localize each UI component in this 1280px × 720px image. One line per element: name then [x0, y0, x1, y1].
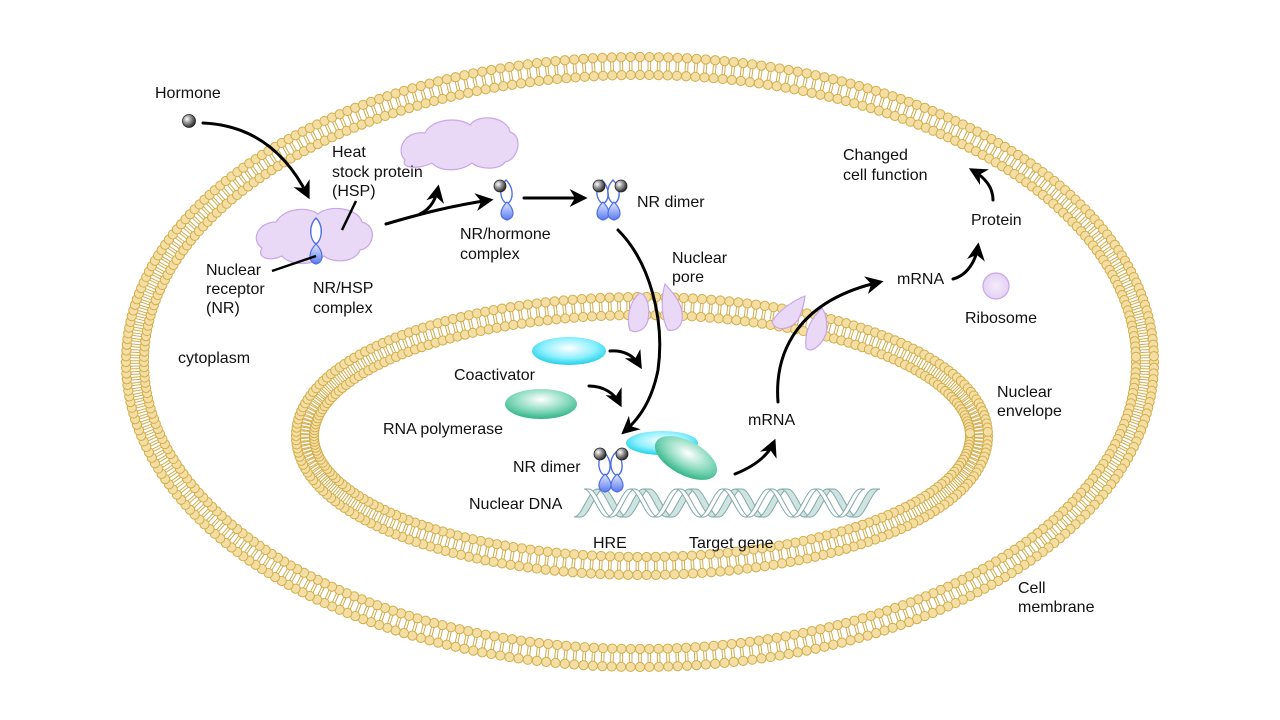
arrow-polymerase-join: [587, 384, 622, 408]
ribosome-icon: [982, 272, 1010, 300]
nr-dimer-top-icon: [592, 179, 628, 221]
label-nuclear-receptor: Nuclear receptor (NR): [206, 262, 269, 317]
label-cytoplasm: cytoplasm: [178, 350, 250, 367]
bound-rna-polymerase-icon: [654, 436, 718, 480]
label-nr-dimer-bottom: NR dimer: [513, 459, 581, 476]
label-nr-hormone-complex: NR/hormone complex: [460, 226, 555, 263]
arrow-protein-to-function: [968, 168, 995, 202]
arrow-hormone-to-complex: [201, 121, 310, 200]
rna-polymerase-icon: [505, 389, 577, 419]
label-cell-membrane: Cell membrane: [1018, 580, 1095, 616]
arrow-dimer-into-nucleus: [616, 228, 662, 435]
label-hre: HRE: [593, 535, 627, 552]
arrow-translation: [951, 242, 985, 281]
hormone-icon: [182, 114, 196, 128]
label-nuclear-envelope: Nuclear envelope: [997, 384, 1062, 420]
arrow-hsp-release: [418, 184, 444, 216]
label-coactivator: Coactivator: [454, 367, 536, 384]
cell-membrane: [120, 51, 1160, 673]
label-mrna-nucleus: mRNA: [748, 412, 795, 429]
arrow-coactivator-join: [608, 349, 642, 370]
coactivator-icon: [532, 337, 606, 365]
label-protein: Protein: [971, 212, 1022, 229]
label-hormone: Hormone: [155, 85, 221, 102]
arrow-transcription: [733, 438, 777, 476]
leader-nr: [271, 254, 317, 273]
nuclear-envelope: [290, 291, 994, 581]
label-ribosome: Ribosome: [965, 310, 1037, 327]
label-nr-hsp-complex: NR/HSP complex: [313, 280, 378, 317]
nuclear-receptor-icon: [309, 217, 323, 265]
nr-dimer-bottom-icon: [593, 447, 629, 493]
label-nuclear-dna: Nuclear DNA: [469, 496, 563, 513]
nr-hormone-complex-icon: [493, 179, 514, 221]
label-nr-dimer-top: NR dimer: [637, 194, 705, 211]
leader-hsp: [340, 200, 358, 231]
arrow-complex-to-nr-hormone: [384, 193, 494, 226]
hsp-cloud-free: [400, 117, 519, 171]
label-changed-cell-function: Changed cell function: [843, 147, 928, 184]
label-rna-polymerase: RNA polymerase: [383, 421, 503, 438]
label-hsp: Heat stock protein (HSP): [332, 144, 427, 200]
arrow-mrna-export: [776, 276, 884, 404]
label-target-gene: Target gene: [689, 535, 774, 552]
label-nuclear-pore: Nuclear pore: [672, 250, 732, 286]
label-mrna-cytoplasm: mRNA: [897, 271, 944, 288]
nuclear-pore: [627, 282, 828, 351]
nuclear-dna-helix: [573, 488, 881, 518]
